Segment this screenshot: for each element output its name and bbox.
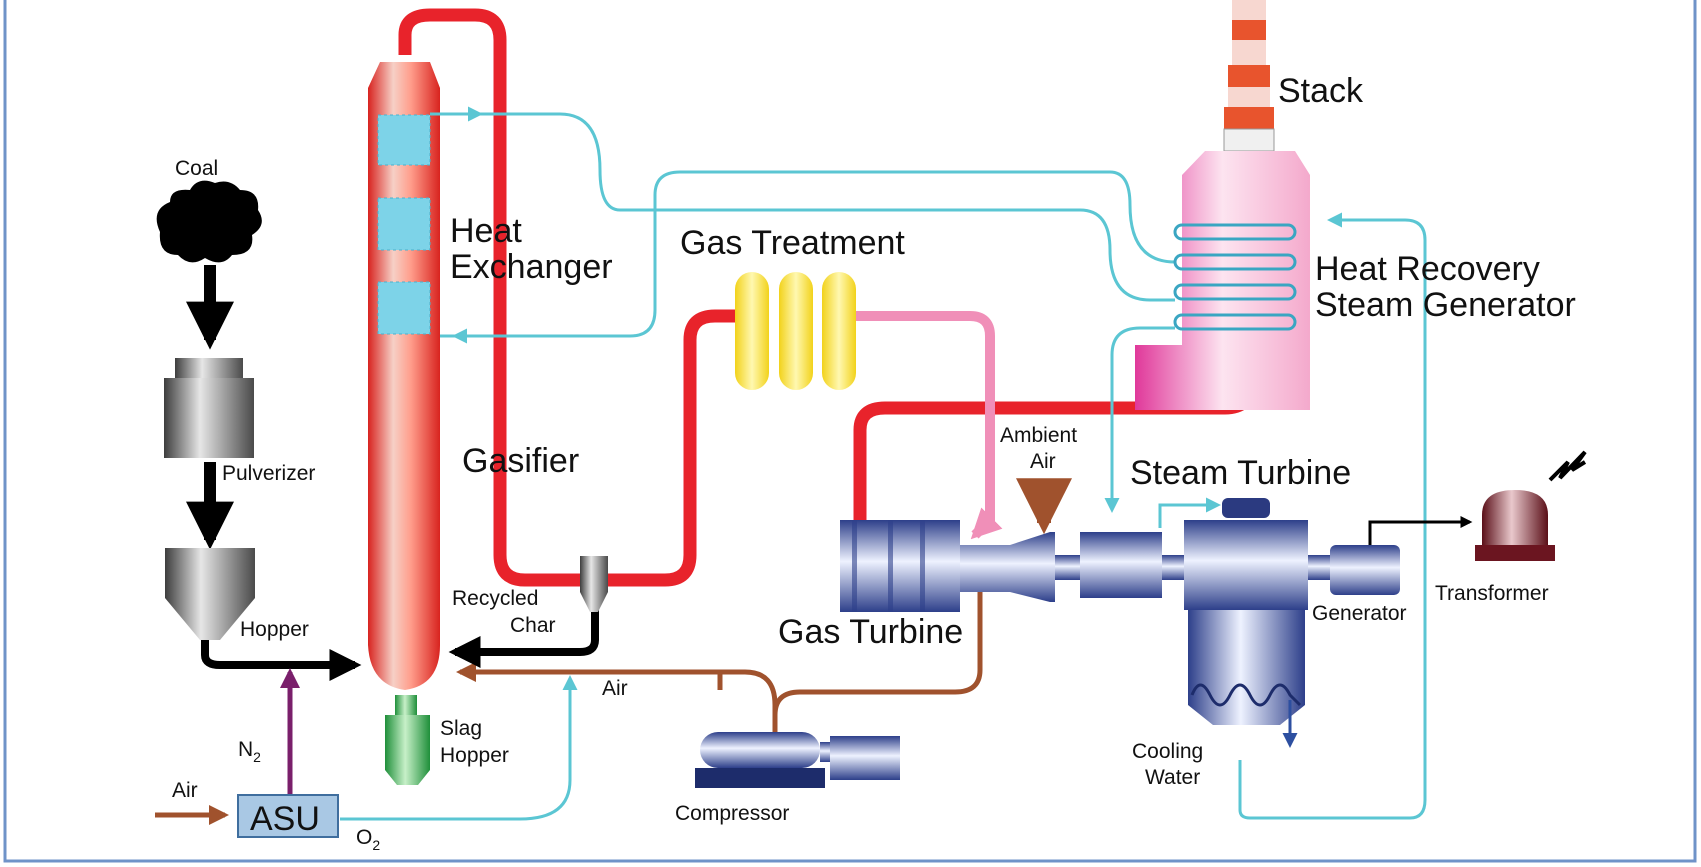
o2-line-to-gasifier — [340, 675, 578, 821]
label-o2: O2 — [356, 826, 380, 853]
label-gas-treatment: Gas Treatment — [680, 224, 905, 262]
label-coal: Coal — [175, 157, 218, 180]
label-cooling-water-2: Water — [1145, 766, 1200, 789]
label-asu: ASU — [250, 800, 320, 838]
diagram-border — [3, 0, 1697, 863]
label-heat-exchanger-1: Heat — [450, 212, 522, 250]
recycled-char-line — [448, 605, 599, 668]
syngas-line-to-gas-treatment — [600, 309, 740, 587]
gas-treatment-unit — [735, 272, 856, 390]
condenser-unit — [1188, 610, 1305, 748]
pulverizer-unit — [164, 358, 254, 458]
label-air-compressor: Air — [602, 677, 628, 700]
slag-hopper-unit — [385, 695, 430, 785]
label-recycled-char-2: Char — [510, 614, 556, 637]
label-hrsg-1: Heat Recovery — [1315, 250, 1540, 288]
label-gas-turbine: Gas Turbine — [778, 613, 963, 651]
steam-line-hrsg-to-steam-turbine — [1104, 326, 1175, 513]
label-gasifier: Gasifier — [462, 442, 579, 480]
label-slag-hopper-1: Slag — [440, 717, 482, 740]
label-compressor: Compressor — [675, 802, 789, 825]
transformer-unit — [1475, 450, 1587, 561]
coal-pile-icon — [156, 180, 262, 263]
label-generator: Generator — [1312, 602, 1407, 625]
hopper-unit — [165, 548, 255, 640]
steam-line-heat-exchanger-bottom — [430, 170, 1176, 338]
generator-unit — [1330, 545, 1400, 595]
label-heat-exchanger-2: Exchanger — [450, 248, 613, 286]
hrsg-unit — [1135, 151, 1310, 410]
label-cooling-water-1: Cooling — [1132, 740, 1203, 763]
label-n2: N2 — [238, 738, 261, 765]
asu-unit — [237, 794, 339, 838]
syngas-line-gasifier-loop — [398, 8, 590, 587]
air-line-gas-turbine-to-compressor — [772, 590, 983, 716]
label-hopper: Hopper — [240, 618, 309, 641]
label-ambient-air-1: Ambient — [1000, 424, 1077, 447]
label-transformer: Transformer — [1435, 582, 1549, 605]
stack-unit — [1223, 0, 1275, 152]
char-separator-unit — [580, 556, 608, 612]
hopper-to-gasifier-line — [201, 640, 362, 681]
clean-gas-line-to-gas-turbine — [850, 311, 1003, 540]
gas-turbine-unit — [840, 520, 1080, 612]
electricity-bolt-icon — [1548, 450, 1587, 482]
steam-turbine-unit — [1080, 498, 1338, 610]
label-steam-turbine: Steam Turbine — [1130, 454, 1351, 492]
steam-line-to-hrsg-2 — [620, 208, 1175, 302]
label-air-asu: Air — [172, 779, 198, 802]
gasifier-unit — [368, 62, 500, 690]
label-recycled-char-1: Recycled — [452, 587, 538, 610]
air-line-compressor-to-gasifier — [460, 672, 778, 738]
cooling-water-return-line — [1238, 212, 1427, 820]
label-pulverizer: Pulverizer — [222, 462, 315, 485]
label-slag-hopper-2: Hopper — [440, 744, 509, 767]
steam-line-heat-exchanger-top — [450, 112, 621, 212]
compressor-unit — [695, 732, 900, 788]
label-stack: Stack — [1278, 72, 1364, 110]
steam-line-to-steam-turbine-top — [1158, 497, 1221, 528]
label-hrsg-2: Steam Generator — [1315, 286, 1576, 324]
label-ambient-air-2: Air — [1030, 450, 1056, 473]
